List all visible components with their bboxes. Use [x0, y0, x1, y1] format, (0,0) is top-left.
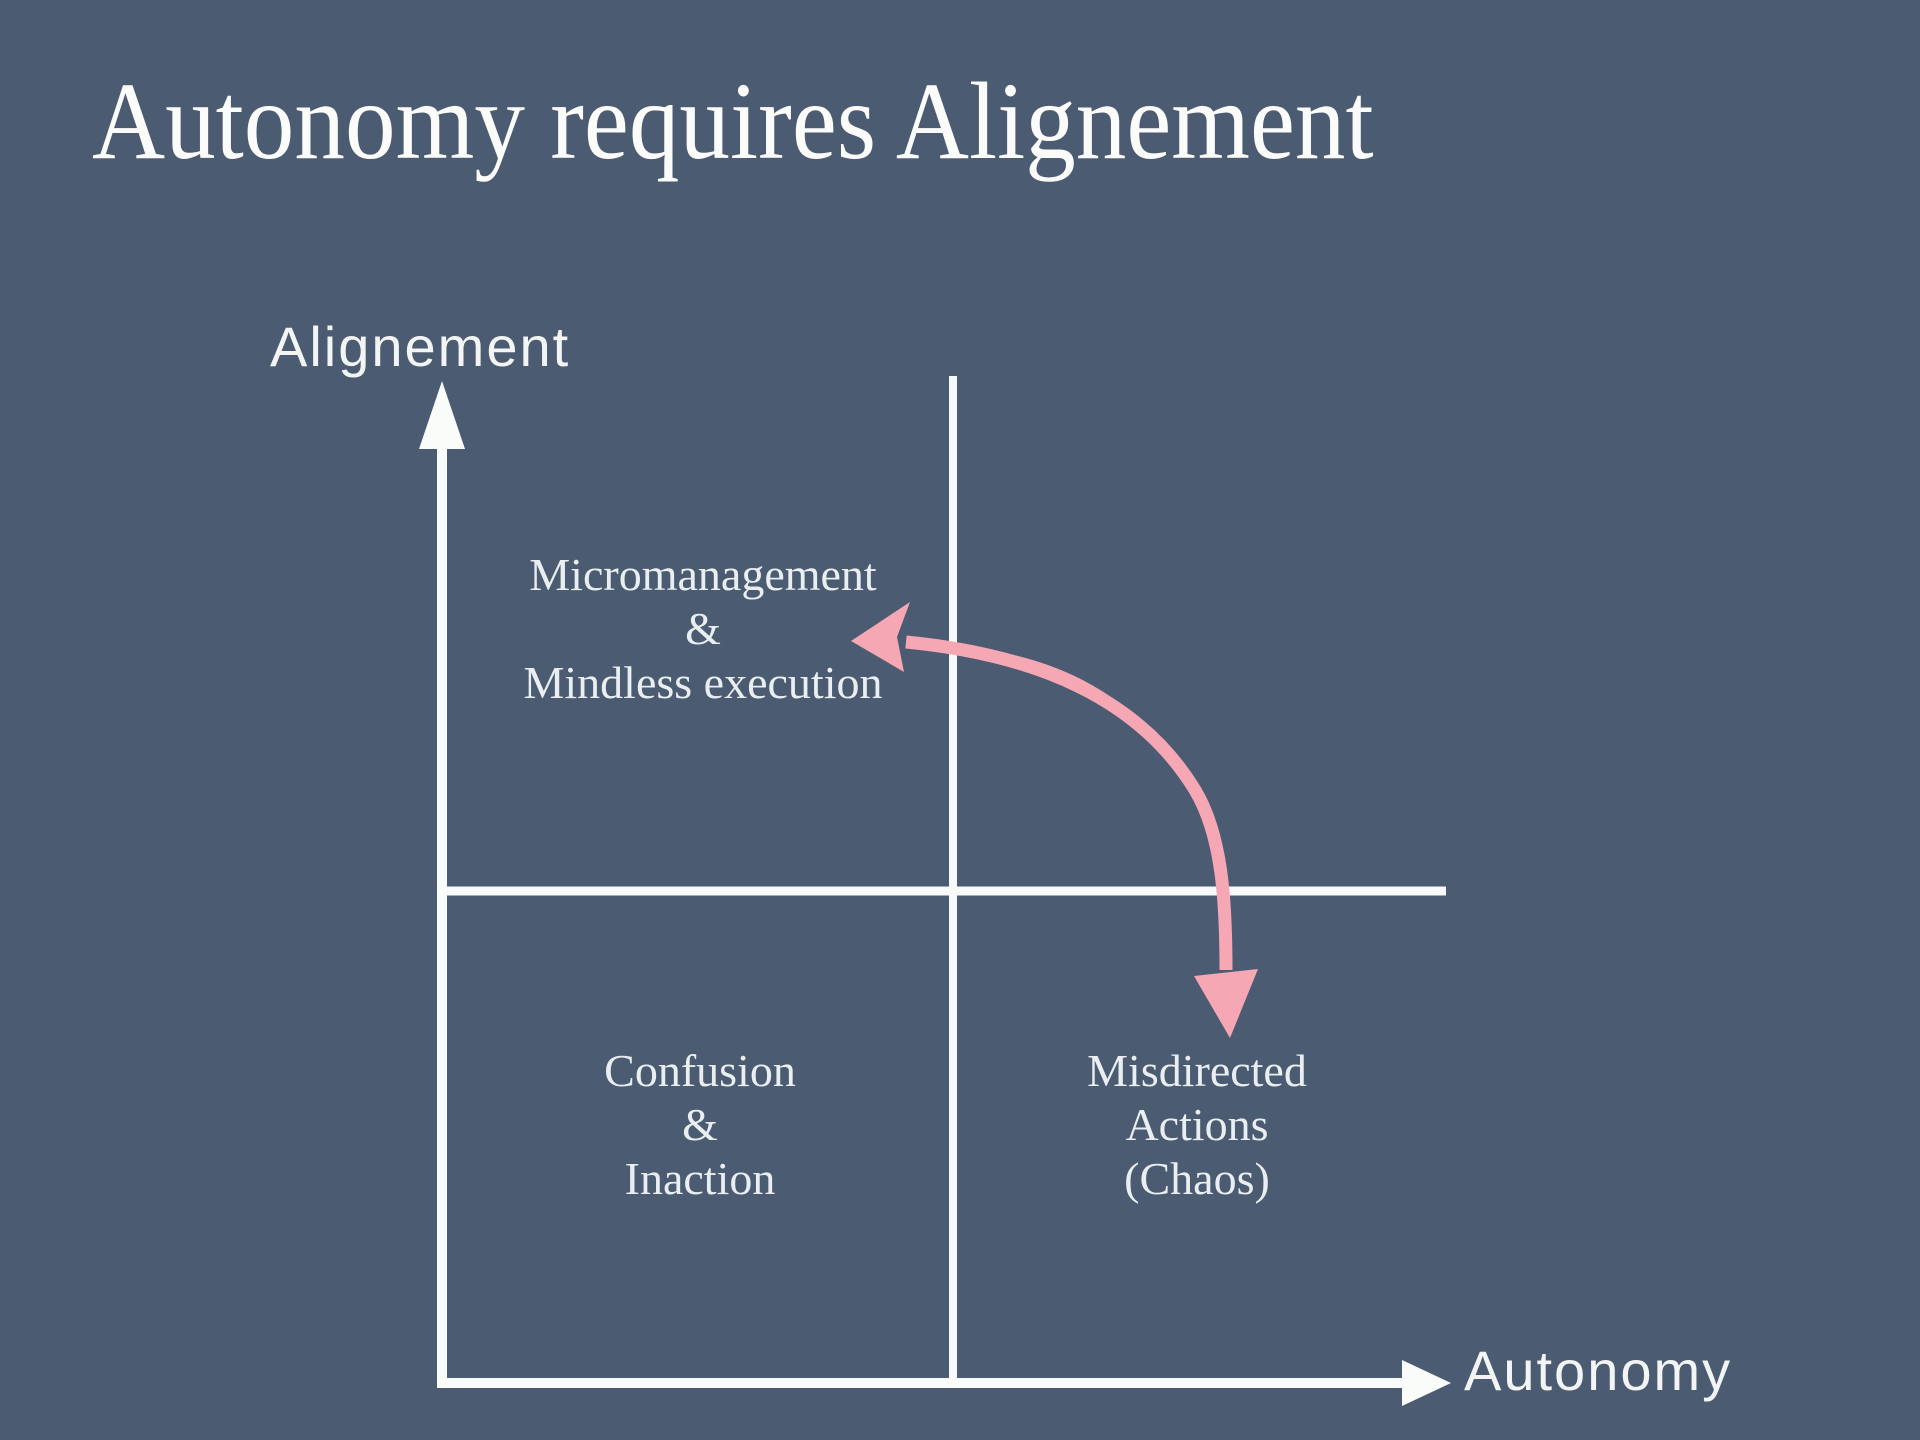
curved-arrow-shaft-texture — [919, 642, 1112, 703]
quadrant-label-line: & — [682, 1099, 718, 1150]
y-axis-arrowhead — [419, 381, 465, 449]
quadrant-label-line: Mindless execution — [523, 657, 883, 708]
quadrant-label-micromanagement: Micromanagement & Mindless execution — [443, 548, 963, 710]
quadrant-label-misdirected: Misdirected Actions (Chaos) — [937, 1044, 1457, 1206]
quadrant-label-line: Misdirected — [1087, 1045, 1307, 1096]
quadrant-label-confusion: Confusion & Inaction — [440, 1044, 960, 1206]
quadrant-label-line: (Chaos) — [1124, 1153, 1270, 1204]
quadrant-label-line: Actions — [1125, 1099, 1269, 1150]
quadrant-label-line: Micromanagement — [529, 549, 877, 600]
slide-title: Autonomy requires Alignement — [92, 60, 1374, 182]
curved-arrow-left-arrowhead — [851, 602, 910, 672]
curved-arrow — [851, 602, 1258, 1038]
quadrant-label-line: Inaction — [624, 1153, 776, 1204]
quadrant-label-line: & — [685, 603, 721, 654]
quadrant-label-line: Confusion — [604, 1045, 796, 1096]
curved-arrow-down-arrowhead — [1194, 969, 1258, 1038]
curved-arrow-shaft — [905, 635, 1233, 971]
x-axis-arrowhead — [1402, 1360, 1451, 1406]
y-axis-label: Alignement — [270, 315, 571, 378]
x-axis-label: Autonomy — [1464, 1339, 1733, 1402]
